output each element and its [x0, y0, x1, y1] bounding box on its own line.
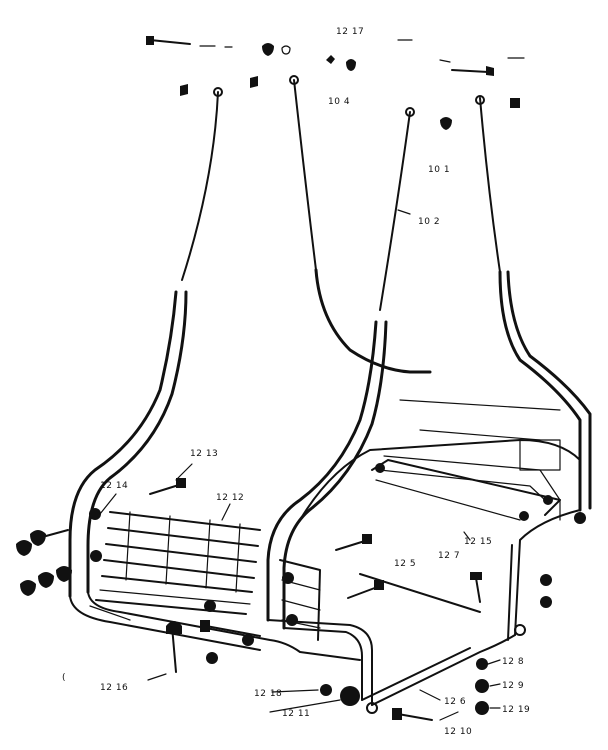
mark-c: (: [62, 673, 66, 683]
label-12-15: 12 15: [464, 537, 492, 547]
right-spring-grid: [279, 559, 481, 641]
label-12-19: 12 19: [502, 705, 530, 715]
top-hardware: [146, 36, 525, 130]
spring-grid: [89, 511, 261, 621]
label-12-17: 12 17: [336, 27, 364, 37]
label-10-1: 10 1: [428, 165, 450, 175]
label-12-8: 12 8: [502, 657, 524, 667]
label-12-16: 12 16: [100, 683, 128, 693]
label-12-18: 12 18: [254, 689, 282, 699]
label-12-12: 12 12: [216, 493, 244, 503]
label-12-6: 12 6: [444, 697, 466, 707]
label-10-4: 10 4: [328, 97, 350, 107]
label-12-14: 12 14: [100, 481, 128, 491]
leader-lines: [99, 209, 501, 721]
part-labels: 12 17 10 4 10 1 10 2 12 13 12 14 12 12 1…: [62, 27, 530, 737]
hanger-rods: [181, 75, 501, 311]
label-12-10: 12 10: [444, 727, 472, 737]
fasteners: [16, 463, 586, 721]
label-12-5: 12 5: [394, 559, 416, 569]
label-10-2: 10 2: [418, 217, 440, 227]
label-12-13: 12 13: [190, 449, 218, 459]
label-12-11: 12 11: [282, 709, 310, 719]
label-12-9: 12 9: [502, 681, 524, 691]
label-12-7: 12 7: [438, 551, 460, 561]
seat-frame: [68, 268, 592, 706]
